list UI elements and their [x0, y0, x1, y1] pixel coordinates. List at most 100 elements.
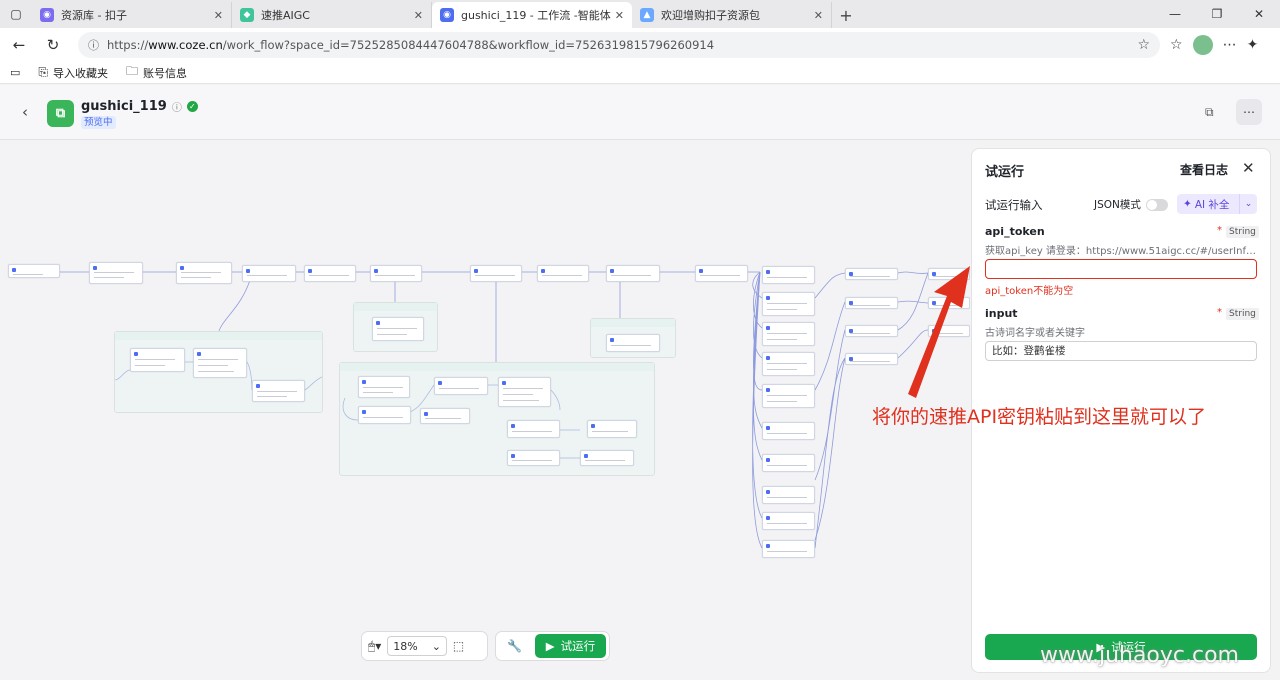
- browser-tab-1[interactable]: ◉ 资源库 - 扣子 ✕: [32, 2, 232, 28]
- ai-fill-button[interactable]: ✦ AI 补全 ⌄: [1177, 194, 1257, 214]
- workflow-node[interactable]: [420, 408, 470, 424]
- copilot-icon[interactable]: ✦: [1246, 37, 1259, 53]
- close-icon[interactable]: ✕: [1242, 159, 1255, 177]
- close-window-icon[interactable]: ✕: [1253, 7, 1265, 21]
- mouse-mode-icon[interactable]: 🖱▾: [368, 638, 382, 653]
- tab-title: 速推AIGC: [261, 9, 310, 22]
- test-run-button[interactable]: ▶ 试运行: [534, 634, 606, 658]
- workflow-node[interactable]: [470, 265, 522, 282]
- workflow-node[interactable]: [606, 334, 660, 352]
- profile-avatar[interactable]: [1192, 35, 1213, 55]
- sparkle-icon: ✦: [1183, 198, 1192, 210]
- more-menu-icon[interactable]: ⋯: [1222, 37, 1237, 53]
- workflow-node[interactable]: [434, 377, 488, 395]
- field-description: 获取api_key 请登录：https://www.51aigc.cc/#/us…: [985, 246, 1260, 257]
- workflow-node[interactable]: [762, 422, 815, 440]
- duplicate-icon[interactable]: ⧉: [1205, 105, 1214, 119]
- close-tab-icon[interactable]: ✕: [614, 8, 624, 22]
- workflow-node[interactable]: [130, 348, 185, 372]
- workflow-node[interactable]: [762, 540, 815, 558]
- test-run-panel: 试运行 查看日志 ✕ 试运行输入 JSON模式 ✦ AI 补全 ⌄ api_to…: [971, 148, 1271, 673]
- workflow-node[interactable]: [498, 377, 551, 407]
- back-icon[interactable]: ←: [12, 36, 26, 54]
- workflow-node[interactable]: [845, 297, 898, 309]
- close-tab-icon[interactable]: ✕: [213, 8, 223, 22]
- browser-tab-2[interactable]: ◆ 速推AIGC ✕: [232, 2, 432, 28]
- workflow-node[interactable]: [845, 353, 898, 365]
- favorites-icon[interactable]: ☆: [1170, 37, 1183, 53]
- workflow-node[interactable]: [580, 450, 634, 466]
- panel-run-label: 试运行: [1111, 640, 1146, 654]
- favorite-star-icon[interactable]: ☆: [1137, 37, 1150, 53]
- workflow-node[interactable]: [507, 420, 560, 438]
- workflow-title-row: gushici_119 ⓘ ✓: [81, 99, 198, 114]
- wrench-icon[interactable]: 🔧: [507, 639, 522, 653]
- workflow-node[interactable]: [176, 262, 232, 284]
- minimap-icon[interactable]: ⬚: [452, 639, 465, 653]
- url-scheme: https://: [107, 38, 149, 52]
- workflow-node[interactable]: [762, 486, 815, 504]
- close-tab-icon[interactable]: ✕: [813, 8, 823, 22]
- workflow-node[interactable]: [193, 348, 247, 378]
- json-mode-toggle[interactable]: [1145, 198, 1168, 211]
- workflow-node[interactable]: [252, 380, 305, 402]
- inputs-section-label: 试运行输入: [985, 198, 1043, 212]
- url-path: /work_flow?space_id=7525285084447604788&…: [222, 38, 715, 52]
- workflow-canvas[interactable]: [0, 140, 970, 680]
- workflow-node[interactable]: [695, 265, 748, 282]
- view-log-link[interactable]: 查看日志: [1180, 163, 1229, 177]
- back-chevron-icon[interactable]: ‹: [22, 103, 28, 121]
- url-field[interactable]: ⓘ https://www.coze.cn/work_flow?space_id…: [78, 32, 1160, 58]
- workflow-node[interactable]: [507, 450, 560, 466]
- tab-favicon-icon: ▲: [640, 8, 654, 22]
- workflow-node[interactable]: [928, 325, 970, 337]
- required-mark: *: [1217, 307, 1222, 318]
- info-icon[interactable]: ⓘ: [171, 103, 182, 114]
- minimize-icon[interactable]: —: [1169, 7, 1181, 21]
- close-tab-icon[interactable]: ✕: [413, 8, 423, 22]
- tab-actions-icon[interactable]: ▢: [10, 7, 22, 21]
- reading-list-icon[interactable]: ▭: [10, 66, 21, 79]
- workflow-node[interactable]: [358, 406, 411, 424]
- zoom-select[interactable]: 18% ⌄: [387, 636, 447, 656]
- chevron-down-icon[interactable]: ⌄: [1239, 194, 1257, 214]
- workflow-node[interactable]: [358, 376, 410, 398]
- reload-icon[interactable]: ↻: [46, 36, 60, 54]
- tab-favicon-icon: ◆: [240, 8, 254, 22]
- browser-tab-4[interactable]: ▲ 欢迎增购扣子资源包 ✕: [632, 2, 832, 28]
- workflow-node[interactable]: [928, 297, 970, 309]
- workflow-node[interactable]: [304, 265, 356, 282]
- panel-run-button[interactable]: ▶ 试运行: [985, 634, 1257, 660]
- type-badge: String: [1226, 226, 1259, 238]
- api-token-input[interactable]: [985, 259, 1257, 279]
- workflow-node[interactable]: [762, 292, 815, 316]
- workflow-node[interactable]: [762, 322, 815, 346]
- workflow-node[interactable]: [762, 454, 815, 472]
- workflow-node[interactable]: [372, 317, 424, 341]
- bookmark-import[interactable]: ⎘ 导入收藏夹: [38, 65, 108, 81]
- site-info-icon[interactable]: ⓘ: [88, 39, 99, 52]
- ai-fill-label: AI 补全: [1194, 198, 1230, 211]
- workflow-node[interactable]: [845, 325, 898, 337]
- workflow-node[interactable]: [587, 420, 637, 438]
- start-node[interactable]: [8, 264, 60, 278]
- workflow-node[interactable]: [928, 268, 970, 280]
- workflow-node[interactable]: [89, 262, 143, 284]
- workflow-node[interactable]: [762, 512, 815, 530]
- tab-favicon-icon: ◉: [440, 8, 454, 22]
- workflow-node[interactable]: [762, 352, 815, 376]
- more-options-button[interactable]: ⋯: [1236, 99, 1262, 125]
- new-tab-button[interactable]: +: [839, 5, 853, 25]
- workflow-node[interactable]: [370, 265, 422, 282]
- workflow-node[interactable]: [762, 384, 815, 408]
- workflow-node[interactable]: [845, 268, 898, 280]
- input-field[interactable]: 比如：登鹳雀楼: [985, 341, 1257, 361]
- workflow-node[interactable]: [242, 265, 296, 282]
- workflow-node[interactable]: [537, 265, 589, 282]
- bookmark-account[interactable]: 🗀 账号信息: [126, 62, 187, 83]
- workflow-node[interactable]: [762, 266, 815, 284]
- maximize-icon[interactable]: ❐: [1211, 7, 1223, 21]
- browser-tab-3-active[interactable]: ◉ gushici_119 - 工作流 -智能体平台 ✕: [432, 2, 632, 28]
- field-error-message: api_token不能为空: [985, 286, 1074, 297]
- workflow-node[interactable]: [606, 265, 660, 282]
